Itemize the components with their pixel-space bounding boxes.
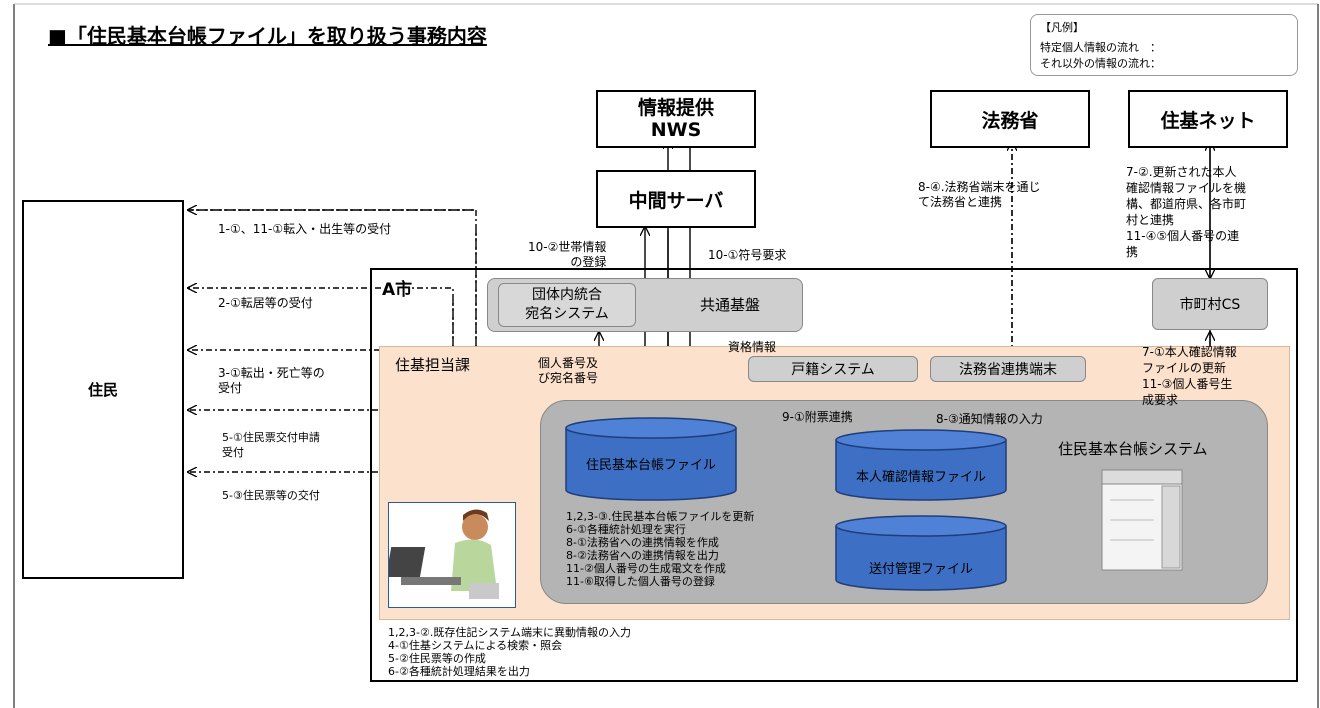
juki-net-box: 住基ネット (1128, 90, 1288, 148)
db-sofu-label: 送付管理ファイル (868, 562, 973, 577)
middle-server-box: 中間サーバ (596, 170, 756, 228)
flow-7-1: 7-①本人確認情報 ファイルの更新 11-③個人番号生 成要求 (1142, 345, 1237, 407)
city-a-label: A市 (382, 280, 413, 300)
flow-2: 2-①転居等の受付 (218, 296, 313, 310)
page-title: ■「住民基本台帳ファイル」を取り扱う事務内容 (48, 24, 487, 48)
info-nws-box: 情報提供 NWS (596, 90, 756, 148)
flow-10-1: 10-①符号要求 (708, 248, 787, 262)
flow-shikaku: 資格情報 (728, 340, 777, 354)
db-honnin-label: 本人確認情報ファイル (855, 470, 986, 485)
moj-terminal-box: 法務省連携端末 (930, 356, 1086, 382)
moj-box: 法務省 (930, 90, 1090, 148)
flow-7-2: 7-②.更新された本人 確認情報ファイルを機 構、都道府県、各市町 村と連携 1… (1126, 165, 1247, 259)
flow-5a: 5-①住民票交付申請 受付 (222, 431, 320, 459)
legend (1030, 14, 1298, 76)
legend-heading: 【凡例】 (1040, 21, 1084, 34)
db-jumin-label: 住民基本台帳ファイル (585, 458, 716, 473)
section-label: 住基担当課 (395, 356, 471, 374)
flow-kojin: 個人番号及 び宛名番号 (538, 356, 599, 385)
resident-label: 住民 (87, 381, 118, 399)
dantai-system-label: 団体内統合 宛名システム (525, 287, 609, 322)
koseki-system-label: 戸籍システム (791, 362, 875, 378)
koseki-system-box: 戸籍システム (748, 356, 918, 382)
flow-5b: 5-③住民票等の交付 (222, 489, 320, 502)
moj-label: 法務省 (981, 109, 1039, 132)
clerk-image (388, 502, 516, 608)
flow-9: 9-①附票連携 (782, 410, 853, 424)
flow-3: 3-①転出・死亡等の 受付 (218, 366, 325, 395)
jumin-system-label: 住民基本台帳システム (1058, 440, 1208, 458)
common-platform-label: 共通基盤 (700, 296, 761, 314)
flow-1: 1-①、11-①転入・出生等の受付 (218, 222, 392, 236)
middle-server-label: 中間サーバ (628, 189, 724, 212)
juki-net-label: 住基ネット (1160, 109, 1256, 132)
flow-10-2: 10-②世帯情報 の登録 (528, 240, 607, 269)
legend-other-flow: それ以外の情報の流れ： (1040, 57, 1161, 70)
flow-8-4: 8-④.法務省端末を通じ て法務省と連携 (918, 180, 1041, 209)
process-list-inner: 1,2,3-③.住民基本台帳ファイルを更新 6-①各種統計処理を実行 8-①法務… (566, 510, 755, 588)
resident-box: 住民 (22, 200, 184, 579)
info-nws-label: 情報提供 NWS (637, 97, 714, 141)
city-a-area (370, 268, 1298, 682)
municipal-cs-label: 市町村CS (1179, 297, 1241, 313)
moj-terminal-label: 法務省連携端末 (959, 362, 1057, 378)
municipal-cs-box: 市町村CS (1152, 278, 1268, 330)
legend-personal-flow: 特定個人情報の流れ ： (1040, 41, 1161, 54)
server-icon (1101, 469, 1183, 571)
process-list-outer: 1,2,3-②.既存住記システム端末に異動情報の入力 4-①住基システムによる検… (388, 626, 631, 678)
dantai-system-box: 団体内統合 宛名システム (498, 283, 636, 327)
flow-8-3: 8-③通知情報の入力 (936, 412, 1043, 426)
